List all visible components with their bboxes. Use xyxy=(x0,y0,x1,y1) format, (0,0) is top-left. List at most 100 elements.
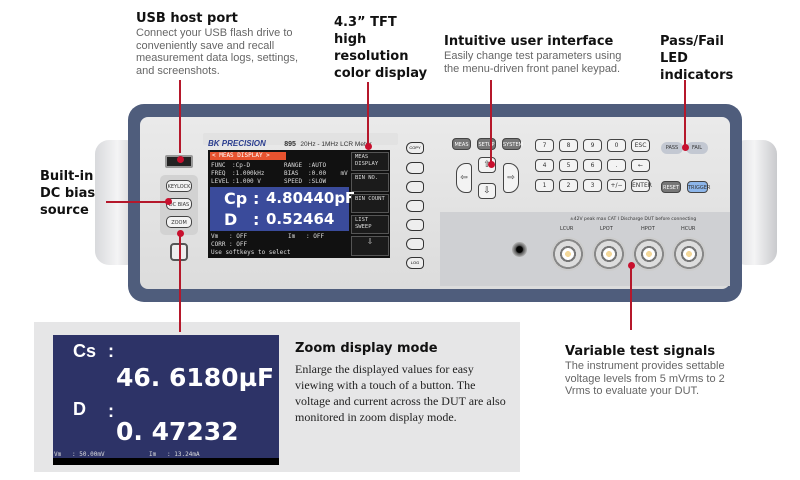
keypad-key[interactable]: ENTER xyxy=(631,179,652,192)
callout-display: 4.3” TFT high resolution color display xyxy=(334,15,428,81)
lpot-bnc-connector[interactable] xyxy=(592,237,626,271)
right-arrow-key[interactable]: ⇨ xyxy=(503,163,519,193)
callout-usb: USB host port Connect your USB flash dri… xyxy=(136,10,311,77)
leader-dot xyxy=(177,156,184,163)
leader-line-display xyxy=(367,82,369,144)
leader-dot xyxy=(628,262,635,269)
param-value: :1.000kHz xyxy=(232,170,265,177)
keypad-key[interactable]: 0 xyxy=(607,139,626,152)
zoom-value-d: 0. 47232 xyxy=(116,417,239,446)
left-arrow-key[interactable]: ⇦ xyxy=(456,163,472,193)
fail-led: FAIL xyxy=(686,142,708,154)
down-arrow-key[interactable]: ⇩ xyxy=(478,183,496,199)
leader-line-zoom xyxy=(179,234,181,332)
terminal-label: LCUR xyxy=(560,226,574,232)
primary-label: Cp xyxy=(224,189,248,208)
hint-text: Use softkeys to select xyxy=(211,249,291,256)
lcur-bnc-connector[interactable] xyxy=(551,237,585,271)
leader-dot xyxy=(165,198,172,205)
softkey-1[interactable] xyxy=(406,162,424,174)
ground-jack[interactable] xyxy=(512,242,527,257)
callout-zoom: Zoom display mode Enlarge the displayed … xyxy=(295,340,510,425)
param-label: SPEED xyxy=(284,178,303,185)
softkey-4[interactable] xyxy=(406,219,424,231)
leader-dot xyxy=(682,144,689,151)
model-desc: 20Hz - 1MHz LCR Meter xyxy=(300,141,372,148)
zoom-label-cs: Cs xyxy=(73,341,97,361)
callout-title: Intuitive user interface xyxy=(444,34,614,49)
copy-key[interactable]: COPY xyxy=(406,142,424,154)
softkey-3[interactable] xyxy=(406,200,424,212)
zoom-key[interactable]: ZOOM xyxy=(166,216,192,228)
callout-title: Zoom display mode xyxy=(295,341,438,356)
keypad-key[interactable]: 6 xyxy=(583,159,602,172)
keypad-key[interactable]: 5 xyxy=(559,159,578,172)
softkey-meas-display[interactable]: MEAS DISPLAY xyxy=(351,152,389,171)
colon: : xyxy=(253,210,260,229)
keypad-key[interactable]: 4 xyxy=(535,159,554,172)
callout-text: The instrument provides settable voltage… xyxy=(565,360,725,397)
keypad-key[interactable]: 2 xyxy=(559,179,578,192)
hpot-bnc-connector[interactable] xyxy=(632,237,666,271)
secondary-label: D xyxy=(224,210,238,229)
param-label: FUNC xyxy=(211,162,226,169)
hcur-bnc-connector[interactable] xyxy=(672,237,706,271)
leader-line-dcbias xyxy=(106,201,168,203)
reset-key[interactable]: RESET xyxy=(661,181,681,193)
param-label: FREQ xyxy=(211,170,226,177)
colon: : xyxy=(108,341,114,361)
keypad-key[interactable]: 3 xyxy=(583,179,602,192)
terminal-label: HCUR xyxy=(681,226,696,232)
zoom-screen: Cs : 46. 6180µF D : 0. 47232 Vm : 50.00m… xyxy=(53,335,279,465)
keypad-key[interactable]: ← xyxy=(631,159,650,172)
callout-text: Enlarge the displayed values for easy vi… xyxy=(295,362,506,424)
softkey-5[interactable] xyxy=(406,238,424,250)
softkey-2[interactable] xyxy=(406,181,424,193)
setup-key[interactable]: SETUP xyxy=(477,138,496,150)
softkey-bin-count[interactable]: BIN COUNT xyxy=(351,194,389,213)
keypad-key[interactable]: 8 xyxy=(559,139,578,152)
leader-line-passfail xyxy=(684,80,686,146)
log-key[interactable]: LOG xyxy=(406,257,424,269)
model-number: 895 xyxy=(284,141,296,148)
zoom-im-readout: Im : 13.24mA xyxy=(149,451,200,458)
corr-readout: CORR : OFF xyxy=(211,241,248,248)
keypad-key[interactable]: 9 xyxy=(583,139,602,152)
meas-key[interactable]: MEAS xyxy=(452,138,471,150)
screen-header: < MEAS DISPLAY > xyxy=(210,152,286,160)
keylock-key[interactable]: KEYLOCK xyxy=(166,180,192,192)
lcd-screen: < MEAS DISPLAY > FUNC:Cp-D FREQ:1.000kHz… xyxy=(208,150,390,258)
keypad-key[interactable]: ESC xyxy=(631,139,650,152)
param-label: LEVEL xyxy=(211,178,230,185)
brand-logo: BK PRECISION xyxy=(208,139,266,148)
param-label: RANGE xyxy=(284,162,303,169)
callout-ui: Intuitive user interface Easily change t… xyxy=(444,33,634,75)
softkey-down-arrow-icon[interactable]: ⇩ xyxy=(351,236,389,256)
softkey-list-sweep[interactable]: LIST SWEEP xyxy=(351,215,389,234)
callout-title: Variable test signals xyxy=(565,344,716,359)
system-key[interactable]: SYSTEM xyxy=(502,138,523,150)
terminal-label: LPOT xyxy=(600,226,613,232)
keypad-key[interactable]: 1 xyxy=(535,179,554,192)
keypad-key[interactable]: 7 xyxy=(535,139,554,152)
param-value: :1.000 V xyxy=(232,178,261,185)
param-value: :0.00 mV xyxy=(308,170,348,177)
im-readout: Im : OFF xyxy=(288,233,325,240)
trigger-key[interactable]: TRIGGER xyxy=(687,181,710,193)
colon: : xyxy=(253,189,260,208)
pass-led: PASS xyxy=(661,142,683,154)
zoom-status-bar xyxy=(53,458,279,465)
model-strip: BK PRECISION 895 20Hz - 1MHz LCR Meter xyxy=(203,133,398,148)
callout-title: USB host port xyxy=(136,11,238,26)
keypad-key[interactable]: . xyxy=(607,159,626,172)
softkey-bin-no[interactable]: BIN NO. xyxy=(351,173,389,192)
vm-readout: Vm : OFF xyxy=(211,233,248,240)
leader-dot xyxy=(488,161,495,168)
param-value: :SLOW xyxy=(308,178,327,185)
keypad-key[interactable]: +/− xyxy=(607,179,626,192)
leader-dot xyxy=(365,143,372,150)
leader-line-usb xyxy=(179,80,181,153)
terminal-label: HPOT xyxy=(641,226,655,232)
callout-text: Easily change test parameters using the … xyxy=(444,50,622,75)
zoom-label-d: D xyxy=(73,399,86,419)
